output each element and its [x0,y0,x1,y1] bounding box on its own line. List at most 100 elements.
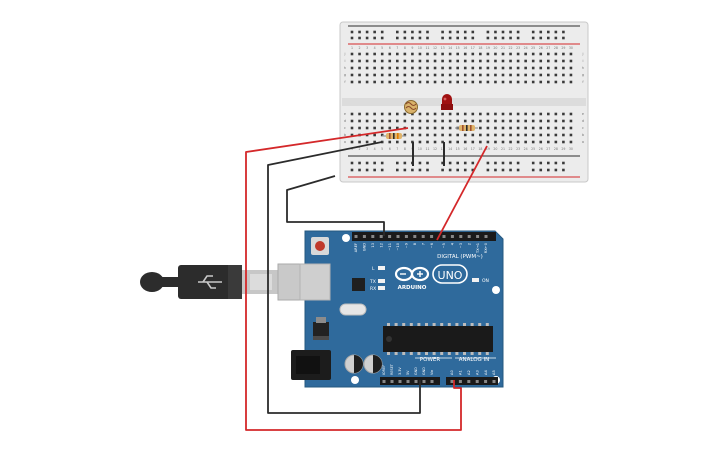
breadboard-hole[interactable] [433,140,437,144]
breadboard-hole[interactable] [463,66,467,70]
breadboard-hole[interactable] [509,59,512,63]
breadboard-hole[interactable] [418,133,422,137]
breadboard-hole[interactable] [516,119,520,123]
breadboard-hole[interactable] [471,66,475,70]
breadboard-hole[interactable] [471,112,475,116]
rail-hole[interactable] [418,36,422,40]
breadboard-hole[interactable] [463,73,467,77]
breadboard-hole[interactable] [411,59,414,63]
breadboard-hole[interactable] [524,73,527,77]
breadboard-hole[interactable] [524,80,527,84]
breadboard-hole[interactable] [448,73,452,77]
breadboard-hole[interactable] [448,126,452,130]
rail-hole[interactable] [531,168,535,172]
breadboard-hole[interactable] [403,66,407,70]
breadboard-hole[interactable] [501,66,505,70]
breadboard-hole[interactable] [433,80,437,84]
breadboard-hole[interactable] [547,126,550,130]
breadboard-hole[interactable] [411,133,414,137]
rail-hole[interactable] [463,161,467,165]
breadboard-hole[interactable] [456,140,459,144]
breadboard-hole[interactable] [358,112,361,116]
header-pin[interactable] [362,235,366,238]
breadboard-hole[interactable] [539,59,543,63]
breadboard-hole[interactable] [494,119,497,123]
breadboard-hole[interactable] [479,119,482,123]
breadboard-hole[interactable] [494,52,497,56]
rail-hole[interactable] [516,30,520,34]
rail-hole[interactable] [554,36,558,40]
rail-hole[interactable] [531,36,535,40]
breadboard-hole[interactable] [426,119,429,123]
breadboard-hole[interactable] [456,133,459,137]
rail-hole[interactable] [411,168,414,172]
breadboard-hole[interactable] [418,126,422,130]
breadboard-hole[interactable] [433,66,437,70]
power-pin[interactable] [422,380,426,383]
wire-black-ground[interactable] [267,141,421,414]
breadboard-hole[interactable] [524,126,527,130]
breadboard-hole[interactable] [531,73,535,77]
led[interactable] [441,94,453,110]
breadboard-hole[interactable] [479,73,482,77]
rail-hole[interactable] [365,36,369,40]
breadboard-hole[interactable] [441,66,444,70]
power-pin[interactable] [414,380,418,383]
breadboard-hole[interactable] [396,126,399,130]
breadboard-hole[interactable] [501,73,505,77]
breadboard-hole[interactable] [516,52,520,56]
breadboard-hole[interactable] [441,133,444,137]
breadboard-hole[interactable] [411,73,414,77]
header-pin[interactable] [404,235,408,238]
breadboard-hole[interactable] [554,119,558,123]
breadboard-hole[interactable] [554,52,558,56]
header-pin[interactable] [459,235,463,238]
rail-hole[interactable] [547,168,550,172]
breadboard-hole[interactable] [486,73,490,77]
breadboard-hole[interactable] [479,59,482,63]
breadboard-hole[interactable] [569,80,573,84]
breadboard-hole[interactable] [531,80,535,84]
breadboard-hole[interactable] [562,73,565,77]
rail-hole[interactable] [373,30,376,34]
breadboard-hole[interactable] [479,126,482,130]
rail-hole[interactable] [448,161,452,165]
rail-hole[interactable] [426,168,429,172]
breadboard-hole[interactable] [418,59,422,63]
rail-hole[interactable] [486,36,490,40]
rail-hole[interactable] [471,30,475,34]
breadboard-hole[interactable] [562,66,565,70]
rail-hole[interactable] [456,36,459,40]
breadboard-hole[interactable] [531,52,535,56]
breadboard-hole[interactable] [471,80,475,84]
breadboard-hole[interactable] [509,112,512,116]
power-rail-bottom[interactable] [350,161,565,172]
breadboard-hole[interactable] [396,119,399,123]
rail-hole[interactable] [539,36,543,40]
rail-hole[interactable] [365,30,369,34]
breadboard-hole[interactable] [456,119,459,123]
breadboard-hole[interactable] [486,126,490,130]
rail-hole[interactable] [358,30,361,34]
breadboard-hole[interactable] [463,112,467,116]
header-pin[interactable] [430,235,434,238]
digital-pins[interactable] [354,235,488,238]
rail-hole[interactable] [373,161,376,165]
header-pin[interactable] [476,235,480,238]
breadboard-hole[interactable] [569,133,573,137]
header-pin[interactable] [371,235,375,238]
breadboard-hole[interactable] [501,59,505,63]
breadboard-hole[interactable] [358,59,361,63]
breadboard-hole[interactable] [524,112,527,116]
breadboard-hole[interactable] [411,112,414,116]
breadboard-hole[interactable] [547,66,550,70]
breadboard-hole[interactable] [509,52,512,56]
breadboard-hole[interactable] [388,73,392,77]
breadboard-hole[interactable] [539,112,543,116]
breadboard-hole[interactable] [448,59,452,63]
rail-hole[interactable] [516,168,520,172]
terminal-strip-top[interactable] [350,52,573,84]
breadboard-hole[interactable] [418,112,422,116]
